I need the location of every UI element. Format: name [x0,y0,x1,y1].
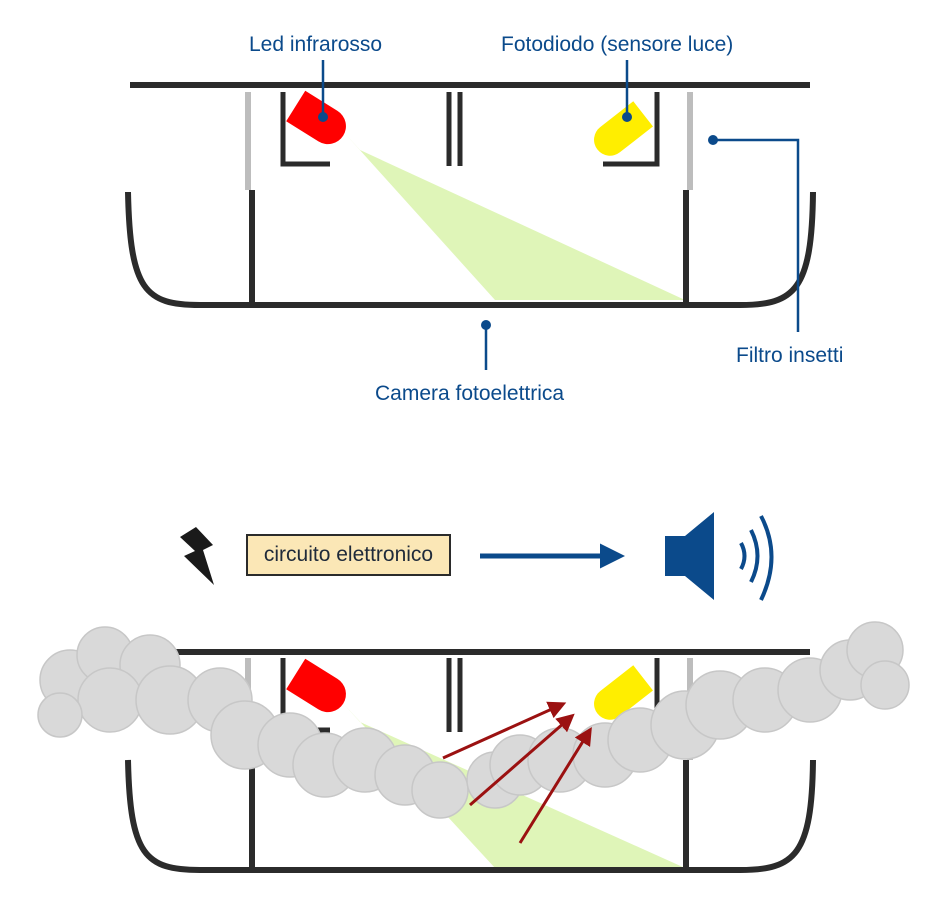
label-photodiode: Fotodiodo (sensore luce) [501,33,734,56]
photodiode-2 [594,665,653,720]
led-housing [280,92,330,167]
light-beam-smoke [340,700,685,868]
leader-lines [321,60,800,370]
sensor-housing [603,92,660,167]
led-emitter [286,90,346,145]
chamber-base [125,191,816,308]
photodiode [594,101,653,156]
leader-dots [318,112,718,330]
circuit-box: circuito elettronico [246,534,451,576]
label-led: Led infrarosso [249,33,383,56]
smoke-cloud [37,621,910,819]
led-emitter-2 [286,658,346,713]
lightning-bolt-icon [180,527,214,585]
detector-smoke [37,621,910,873]
chamber-base-2 [125,759,816,873]
label-chamber: Camera fotoelettrica [375,382,565,405]
label-insect-filter: Filtro insetti [736,344,844,367]
speaker-icon [665,512,774,601]
scatter-arrows [442,701,592,844]
light-beam [340,128,685,300]
detector-normal [125,60,816,370]
